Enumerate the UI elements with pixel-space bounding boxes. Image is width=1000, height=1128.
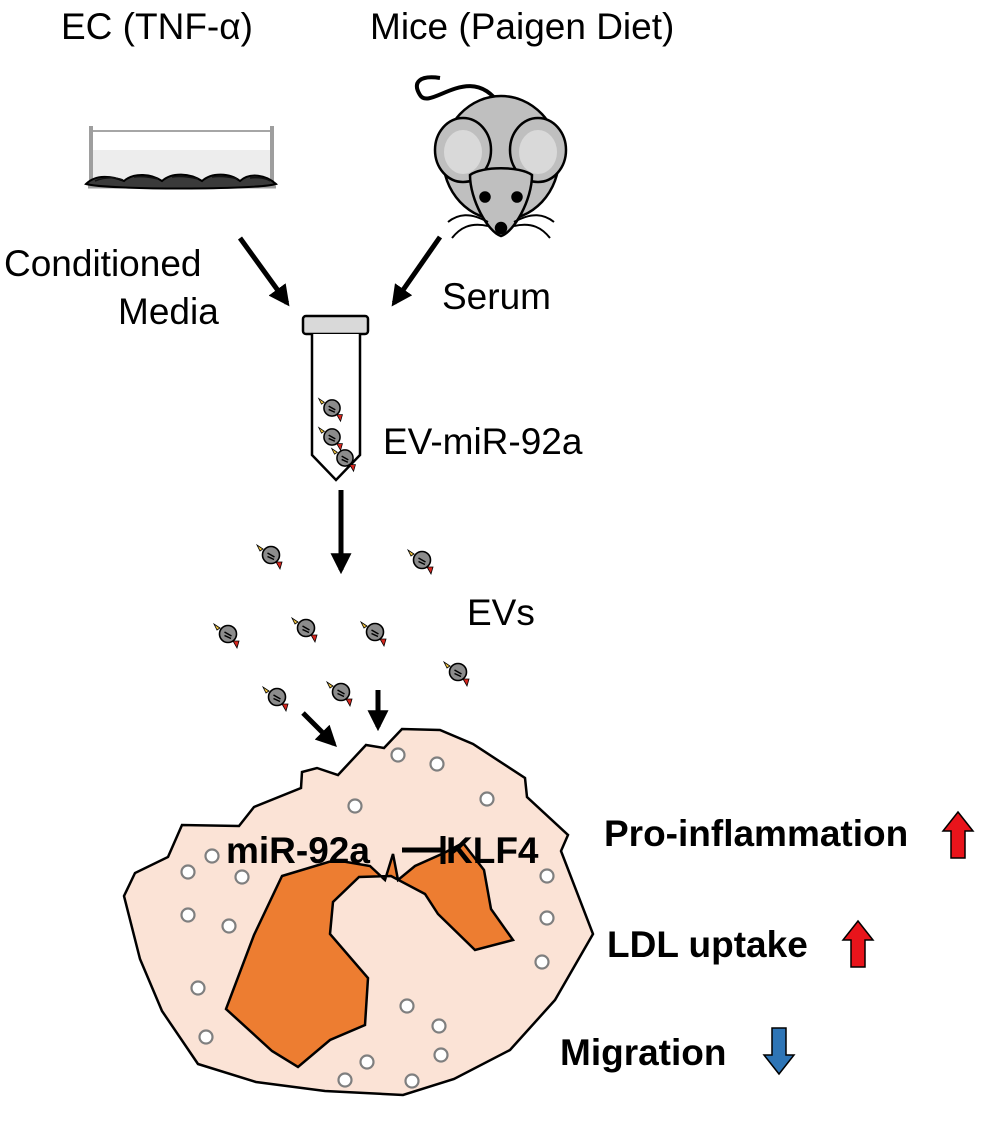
conditioned-media-label-line2: Media (118, 291, 219, 332)
mir92a-label: miR-92a (226, 830, 370, 871)
endothelial-cells-icon (84, 173, 278, 190)
cell-vesicles (180, 747, 555, 1089)
evs-label: EVs (467, 592, 535, 633)
culture-dish-icon (84, 126, 278, 190)
up-arrow-icon (841, 919, 875, 968)
up-arrow-icon (941, 810, 975, 859)
effect-migration-label: Migration (560, 1032, 727, 1073)
down-arrow-icon (762, 1027, 796, 1076)
effect-ldl-label: LDL uptake (607, 924, 808, 965)
conditioned-media-label-line1: Conditioned (4, 243, 202, 284)
klf4-label: KLF4 (446, 830, 539, 871)
nucleus (224, 841, 516, 1069)
macrophage-cell (122, 727, 595, 1097)
serum-label: Serum (442, 276, 551, 317)
ev-mir-label: EV-miR-92a (383, 421, 583, 462)
arrow-media-to-tube (237, 236, 290, 307)
mice-source-label: Mice (Paigen Diet) (370, 6, 675, 47)
effect-inflammation-label: Pro-inflammation (604, 813, 909, 854)
arrow-serum-to-tube (391, 235, 443, 307)
ec-source-label: EC (TNF-α) (61, 6, 253, 47)
tube-icon (301, 314, 370, 482)
mouse-icon (414, 75, 568, 239)
arrow-ev-to-cell-1 (301, 711, 337, 747)
